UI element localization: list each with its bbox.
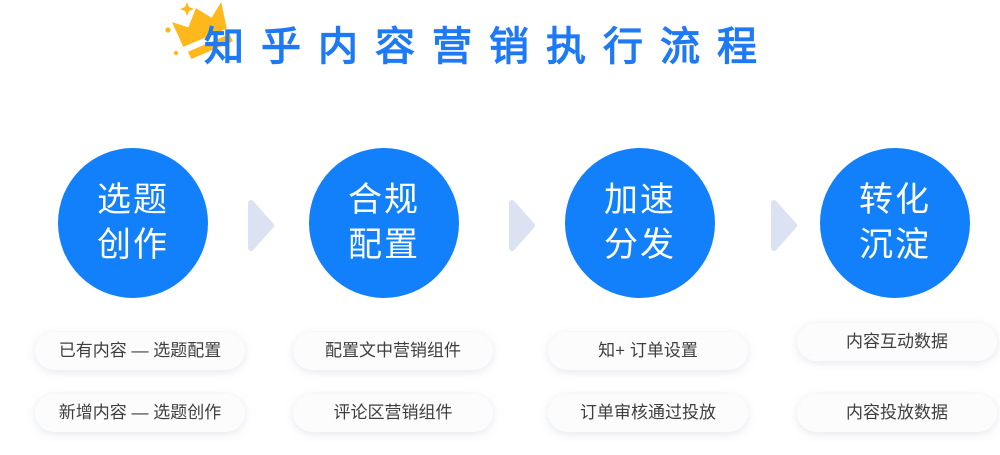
note-pill: 内容投放数据 xyxy=(797,394,997,432)
step-circle-conversion-retention: 转化 沉淀 xyxy=(820,148,970,298)
step-circle-label: 选题 xyxy=(97,181,169,219)
note-pill: 已有内容 — 选题配置 xyxy=(34,332,246,370)
notes-column-accelerated-distribution: 知+ 订单设置 订单审核通过投放 xyxy=(513,332,783,432)
page-title: 知乎内容营销执行流程 xyxy=(204,25,774,69)
step-circle-label: 配置 xyxy=(348,226,420,264)
step-circle-accelerated-distribution: 加速 分发 xyxy=(565,148,715,298)
step-circle-label: 加速 xyxy=(604,181,676,219)
notes-column-conversion-retention: 内容互动数据 内容投放数据 xyxy=(762,323,1000,432)
crown-icon xyxy=(165,1,233,60)
note-pill: 评论区营销组件 xyxy=(293,394,493,432)
step-circle-label: 转化 xyxy=(859,181,931,219)
note-pill: 内容互动数据 xyxy=(797,323,997,361)
step-circle-topic-creation: 选题 创作 xyxy=(58,148,208,298)
note-pill: 新增内容 — 选题创作 xyxy=(34,394,246,432)
notes-column-compliance-config: 配置文中营销组件 评论区营销组件 xyxy=(258,332,528,432)
note-pill: 订单审核通过投放 xyxy=(548,394,748,432)
step-circle-label: 合规 xyxy=(348,181,420,219)
arrow-right-icon xyxy=(248,200,274,251)
step-circle-compliance-config: 合规 配置 xyxy=(309,148,459,298)
note-pill: 知+ 订单设置 xyxy=(548,332,748,370)
notes-column-topic-creation: 已有内容 — 选题配置 新增内容 — 选题创作 xyxy=(5,332,275,432)
step-circle-label: 分发 xyxy=(604,226,676,264)
arrow-right-icon xyxy=(771,200,797,251)
note-pill: 配置文中营销组件 xyxy=(293,332,493,370)
step-circle-label: 沉淀 xyxy=(859,226,931,264)
step-circle-label: 创作 xyxy=(97,226,169,264)
arrow-right-icon xyxy=(509,200,535,251)
